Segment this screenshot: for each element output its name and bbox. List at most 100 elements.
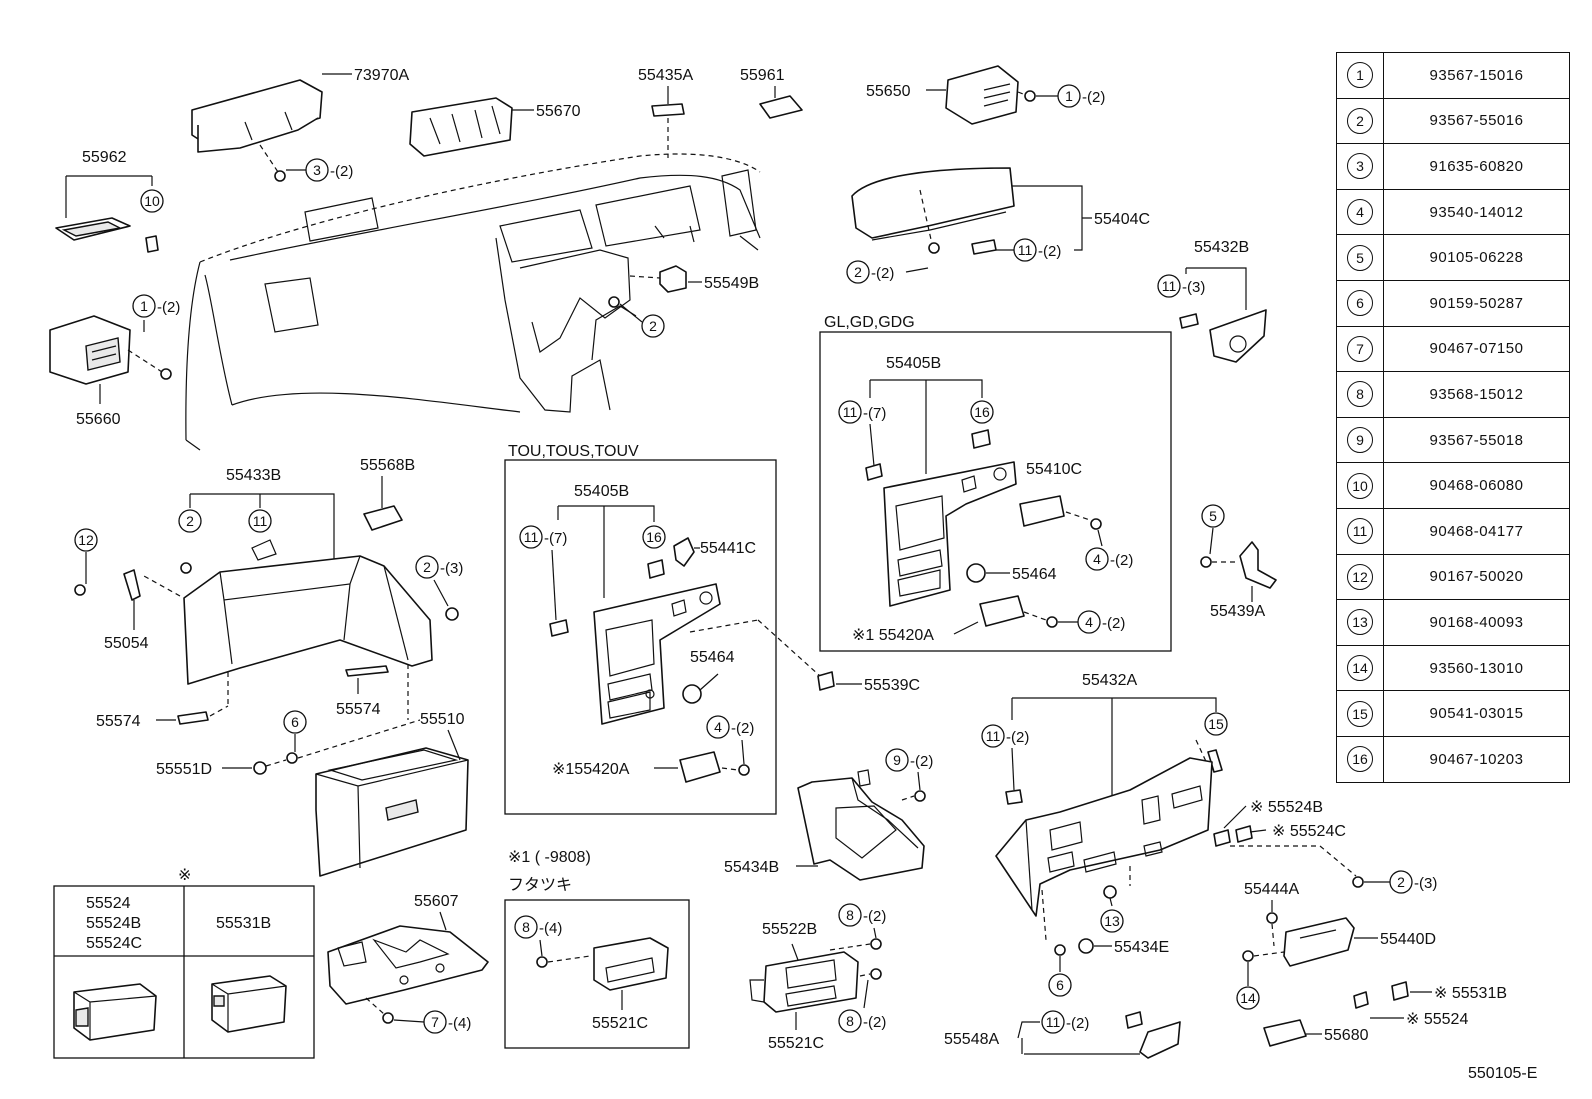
part-number: 90541-03015: [1383, 690, 1570, 737]
legend-part-55531B: [211, 975, 287, 1033]
label-55961: 55961: [740, 67, 785, 84]
part-55405B-tou-bezel: [593, 583, 721, 725]
callout-number: 13: [1347, 609, 1373, 636]
bolt-55574: [156, 664, 409, 725]
callout-number: 14: [1347, 655, 1373, 682]
qty-1-left: -(2): [157, 299, 180, 316]
legend-part-55524: [73, 983, 157, 1041]
legend-mark: ※: [178, 867, 191, 884]
label-55405B-gl: 55405B: [886, 355, 941, 372]
svg-text:16: 16: [974, 404, 990, 420]
svg-text:11: 11: [1162, 278, 1177, 294]
part-55660-side-vent: [49, 315, 131, 404]
part-number: 93567-15016: [1383, 52, 1570, 99]
part-55539C: [817, 671, 862, 691]
table-row: 14 93560-13010: [1336, 644, 1570, 692]
svg-text:5: 5: [1209, 508, 1217, 524]
callout-number: 9: [1347, 427, 1373, 454]
label-55054: 55054: [104, 635, 149, 652]
tou-group-box: [504, 459, 777, 815]
label-55510: 55510: [420, 711, 465, 728]
label-55568B: 55568B: [360, 457, 415, 474]
callout-number: 5: [1347, 244, 1373, 271]
screw-2-dash: 2: [608, 296, 665, 338]
callout-number: 2: [1347, 107, 1373, 134]
part-number: 91635-60820: [1383, 143, 1570, 190]
part-number: 93560-13010: [1383, 644, 1570, 692]
part-55510-glove-box: [315, 729, 469, 877]
qty-11-cluster: -(2): [1038, 243, 1061, 260]
part-55439A: [1239, 541, 1277, 602]
part-55521C-box: [593, 937, 669, 1010]
label-55420A-gl: ※1 55420A: [852, 627, 934, 644]
part-55441C: [673, 537, 700, 567]
label-55404C: 55404C: [1094, 211, 1150, 228]
label-55524B: ※ 55524B: [1250, 799, 1323, 816]
screw-12: [74, 552, 141, 630]
label-55464-gl: 55464: [1012, 566, 1057, 583]
part-55434B: [796, 769, 925, 881]
svg-text:1: 1: [1065, 88, 1073, 104]
label-55434E: 55434E: [1114, 939, 1169, 956]
callout-number: 6: [1347, 290, 1373, 317]
table-row: 3 91635-60820: [1336, 143, 1570, 190]
callout-number: 7: [1347, 335, 1373, 362]
part-55962-bracket: 10: [55, 175, 164, 253]
callout-3: 3: [305, 158, 329, 182]
part-number: 90105-06228: [1383, 234, 1570, 281]
label-55440D: 55440D: [1380, 931, 1436, 948]
label-55433B: 55433B: [226, 467, 281, 484]
gl-group-box: [819, 331, 1172, 652]
part-number: 93540-14012: [1383, 188, 1570, 236]
label-55521C-box: 55521C: [592, 1015, 648, 1032]
callout-number: 12: [1347, 563, 1373, 590]
qty-7: -(4): [448, 1015, 471, 1032]
qty-9: -(2): [910, 753, 933, 770]
screw-1-left: 1: [127, 294, 172, 380]
label-55434B: 55434B: [724, 859, 779, 876]
svg-text:11: 11: [843, 404, 858, 420]
label-55650: 55650: [866, 83, 911, 100]
label-55539C: 55539C: [864, 677, 920, 694]
callout-number: 11: [1347, 518, 1373, 545]
diagram-code: 550105-E: [1468, 1065, 1537, 1082]
qty-11-lower: -(2): [1006, 729, 1029, 746]
part-number: 90159-50287: [1383, 279, 1570, 327]
svg-text:9: 9: [893, 752, 901, 768]
svg-text:11: 11: [253, 513, 268, 529]
note-1: ※1 ( -9808): [508, 849, 591, 866]
qty-8-top: -(2): [863, 908, 886, 925]
part-number: 90168-40093: [1383, 599, 1570, 646]
label-55549B: 55549B: [704, 275, 759, 292]
svg-text:15: 15: [1208, 716, 1224, 732]
qty-11-tou: -(7): [544, 530, 567, 547]
label-55420A-tou: ※155420A: [552, 761, 630, 778]
svg-text:4: 4: [1085, 614, 1093, 630]
callout-number: 3: [1347, 153, 1373, 180]
svg-text:16: 16: [646, 529, 662, 545]
futatsuki-box: [504, 899, 690, 1049]
label-55524: ※ 55524: [1406, 1011, 1468, 1028]
svg-text:14: 14: [1240, 990, 1256, 1006]
legend-55524C: 55524C: [86, 935, 142, 952]
svg-text:2: 2: [1397, 874, 1405, 890]
svg-text:8: 8: [846, 907, 854, 923]
qty-4-gl-b: -(2): [1102, 615, 1125, 632]
svg-text:13: 13: [1104, 913, 1120, 929]
note-futatsuki: フタツキ: [508, 876, 572, 894]
label-55444A: 55444A: [1244, 881, 1299, 898]
label-55435A: 55435A: [638, 67, 693, 84]
svg-text:8: 8: [522, 919, 530, 935]
part-number: 90467-10203: [1383, 735, 1570, 783]
callout-number: 10: [1347, 472, 1373, 499]
svg-text:4: 4: [714, 719, 722, 735]
label-55574-left: 55574: [96, 713, 141, 730]
